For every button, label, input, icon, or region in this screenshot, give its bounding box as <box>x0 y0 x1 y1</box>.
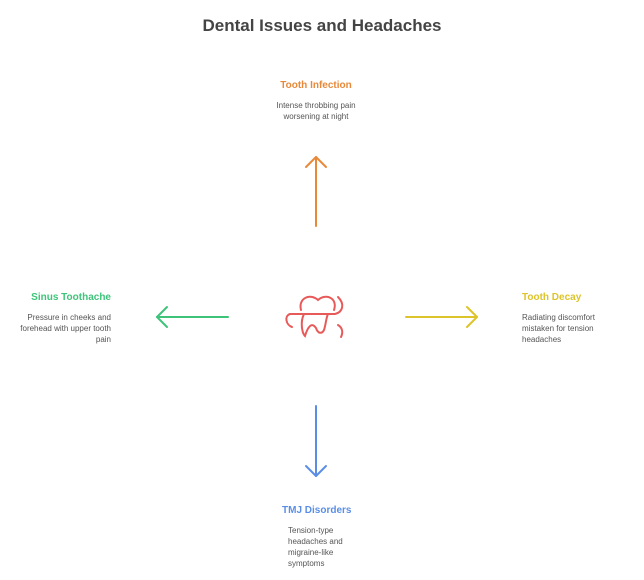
node-description: Radiating discomfort mistaken for tensio… <box>522 313 595 344</box>
node-title: Tooth Infection <box>280 80 352 91</box>
arrow-down <box>305 405 327 477</box>
node-title: Sinus Toothache <box>31 292 111 303</box>
node-sinus-toothache: Sinus Toothache Pressure in cheeks and f… <box>10 292 111 345</box>
node-tmj-disorders: TMJ Disorders Tension-type headaches and… <box>282 505 372 569</box>
node-description: Pressure in cheeks and forehead with upp… <box>20 313 111 344</box>
node-description: Tension-type headaches and migraine-like… <box>288 526 343 568</box>
node-tooth-decay: Tooth Decay Radiating discomfort mistake… <box>522 292 622 345</box>
node-description: Intense throbbing pain worsening at nigh… <box>276 101 356 121</box>
arrow-left <box>156 306 229 328</box>
tooth-icon <box>285 295 344 338</box>
arrow-right <box>405 306 478 328</box>
node-title: TMJ Disorders <box>282 505 352 516</box>
node-title: Tooth Decay <box>522 292 582 303</box>
node-tooth-infection: Tooth Infection Intense throbbing pain w… <box>236 80 396 122</box>
diagram-title: Dental Issues and Headaches <box>202 16 442 35</box>
arrow-up <box>305 156 327 227</box>
